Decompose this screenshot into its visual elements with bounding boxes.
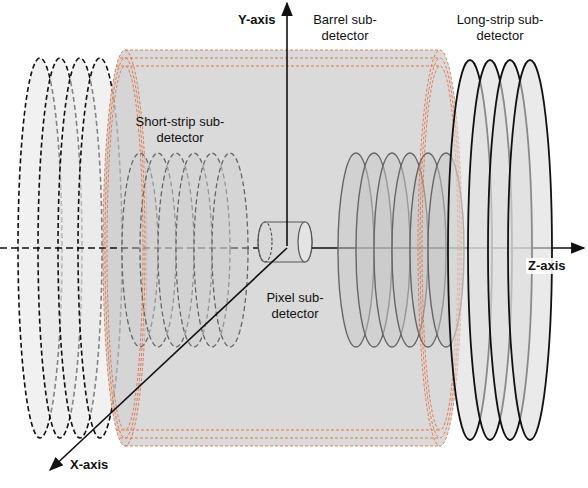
part-label: Short-strip sub-detector — [128, 114, 232, 146]
axis-label: X-axis — [70, 457, 108, 473]
x-axis — [50, 248, 287, 470]
long-strip-discs — [448, 60, 552, 440]
short-strip-discs — [122, 153, 248, 347]
axis-label: Y-axis — [238, 12, 276, 28]
barrel-cylinder — [103, 50, 462, 446]
part-label: Long-strip sub-detector — [452, 12, 548, 44]
part-label: Pixel sub-detector — [250, 290, 340, 322]
right-inner-discs — [338, 153, 464, 347]
part-label: Barrel sub-detector — [300, 12, 390, 44]
axis-label: Z-axis — [526, 258, 568, 274]
y-axis — [286, 3, 288, 246]
pixel-cylinder — [258, 222, 312, 262]
barrel-layers — [105, 50, 462, 446]
